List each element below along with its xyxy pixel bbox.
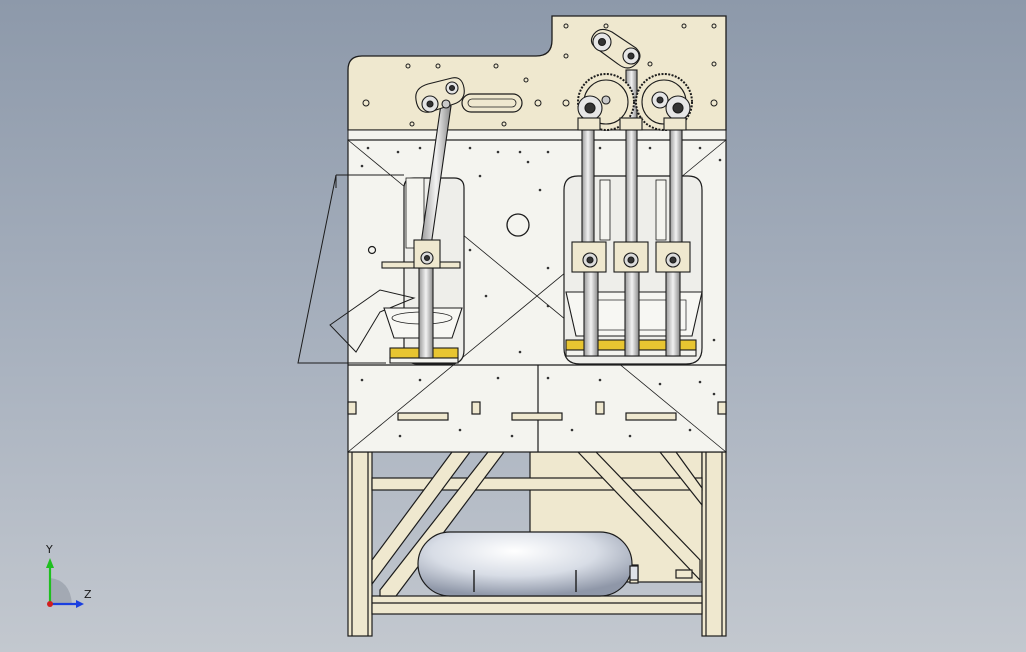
support-frame: [347, 451, 727, 637]
axis-triad: [46, 558, 84, 608]
top-plate-slot: [461, 93, 523, 113]
triad-z-label: Z: [84, 588, 92, 601]
left-station: [381, 77, 465, 364]
right-station: [565, 69, 703, 357]
air-tank: [417, 531, 639, 597]
gear-train: [577, 28, 693, 131]
triad-x-axis: [47, 601, 53, 607]
panel-holes: [360, 146, 722, 438]
triad-xz-plane: [50, 578, 72, 604]
left-transparent-guard: [297, 174, 416, 364]
triad-y-label: Y: [46, 543, 53, 556]
top-plate-edge: [347, 129, 727, 141]
top-plate-rivets: [362, 23, 718, 127]
